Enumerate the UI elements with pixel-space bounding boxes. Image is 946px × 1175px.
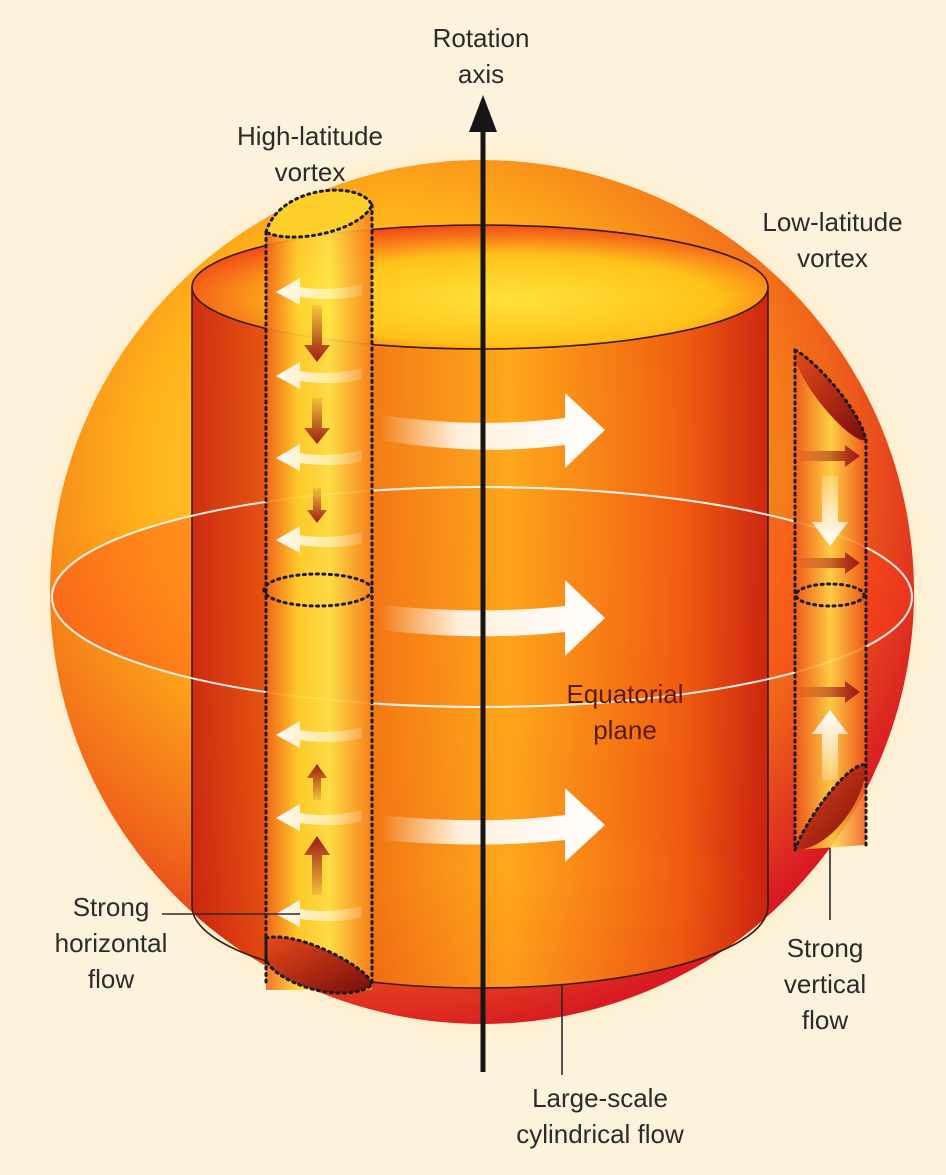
label-line: Large-scale [532,1083,668,1113]
horizontal-flow-arrow [276,362,362,389]
vortex-bottom-cap [795,764,866,850]
label-large-scale-cylindrical-flow: Large-scale cylindrical flow [480,1080,720,1152]
up-arrow [812,710,848,780]
label-line: Rotation [432,23,530,53]
label-line: vortex [274,157,346,187]
label-line: Strong [786,933,864,963]
label-strong-vertical-flow: Strong vertical flow [765,930,885,1038]
label-rotation-axis: Rotation axis [405,20,557,92]
rotation-axis-arrowhead [469,95,497,132]
label-line: horizontal [54,928,168,958]
horizontal-flow-arrow [276,804,362,831]
horizontal-flow-arrow [276,526,362,553]
up-arrow [304,836,330,895]
high-latitude-vortex [262,188,374,995]
label-line: flow [801,1005,849,1035]
flow-arrow [380,580,605,656]
cylinder-outline [191,224,769,989]
label-line: Low-latitude [762,207,903,237]
label-line: axis [457,59,505,89]
horizontal-flow-arrow [276,721,362,748]
label-line: Strong [72,892,150,922]
horizontal-flow-arrow [800,552,860,574]
label-high-latitude-vortex: High-latitude vortex [200,118,420,190]
horizontal-flow-arrows [276,278,362,927]
up-arrow [307,764,327,800]
rotation-axis [469,95,497,1072]
vertical-flow-arrows-left [304,305,330,895]
label-line: cylindrical flow [516,1119,684,1149]
label-line: High-latitude [237,121,383,151]
down-arrow [304,398,330,444]
down-arrow [307,488,327,523]
label-strong-horizontal-flow: Strong horizontal flow [36,889,186,997]
vortex-top-cap [795,350,866,441]
label-line: vertical [783,969,867,999]
label-line: Equatorial [566,679,684,709]
down-arrow [812,476,848,546]
horizontal-flow-arrow [276,900,362,927]
vertical-flow-arrows-right [800,445,860,780]
label-line: flow [87,964,135,994]
label-low-latitude-vortex: Low-latitude vortex [735,204,930,276]
horizontal-flow-arrow [800,681,860,703]
leader-lines [162,848,831,1075]
down-arrow [304,305,330,362]
low-latitude-vortex [793,348,868,852]
label-line: vortex [797,243,868,273]
horizontal-flow-arrow [800,445,860,467]
vortex-bottom-cap [266,936,372,994]
label-line: plane [593,715,657,745]
cylindrical-flow-arrows [380,393,605,862]
flow-arrow [380,788,605,862]
label-equatorial-plane: Equatorial plane [540,676,710,748]
horizontal-flow-arrow [276,444,362,471]
horizontal-flow-arrow [276,278,362,305]
flow-arrow [380,393,605,468]
